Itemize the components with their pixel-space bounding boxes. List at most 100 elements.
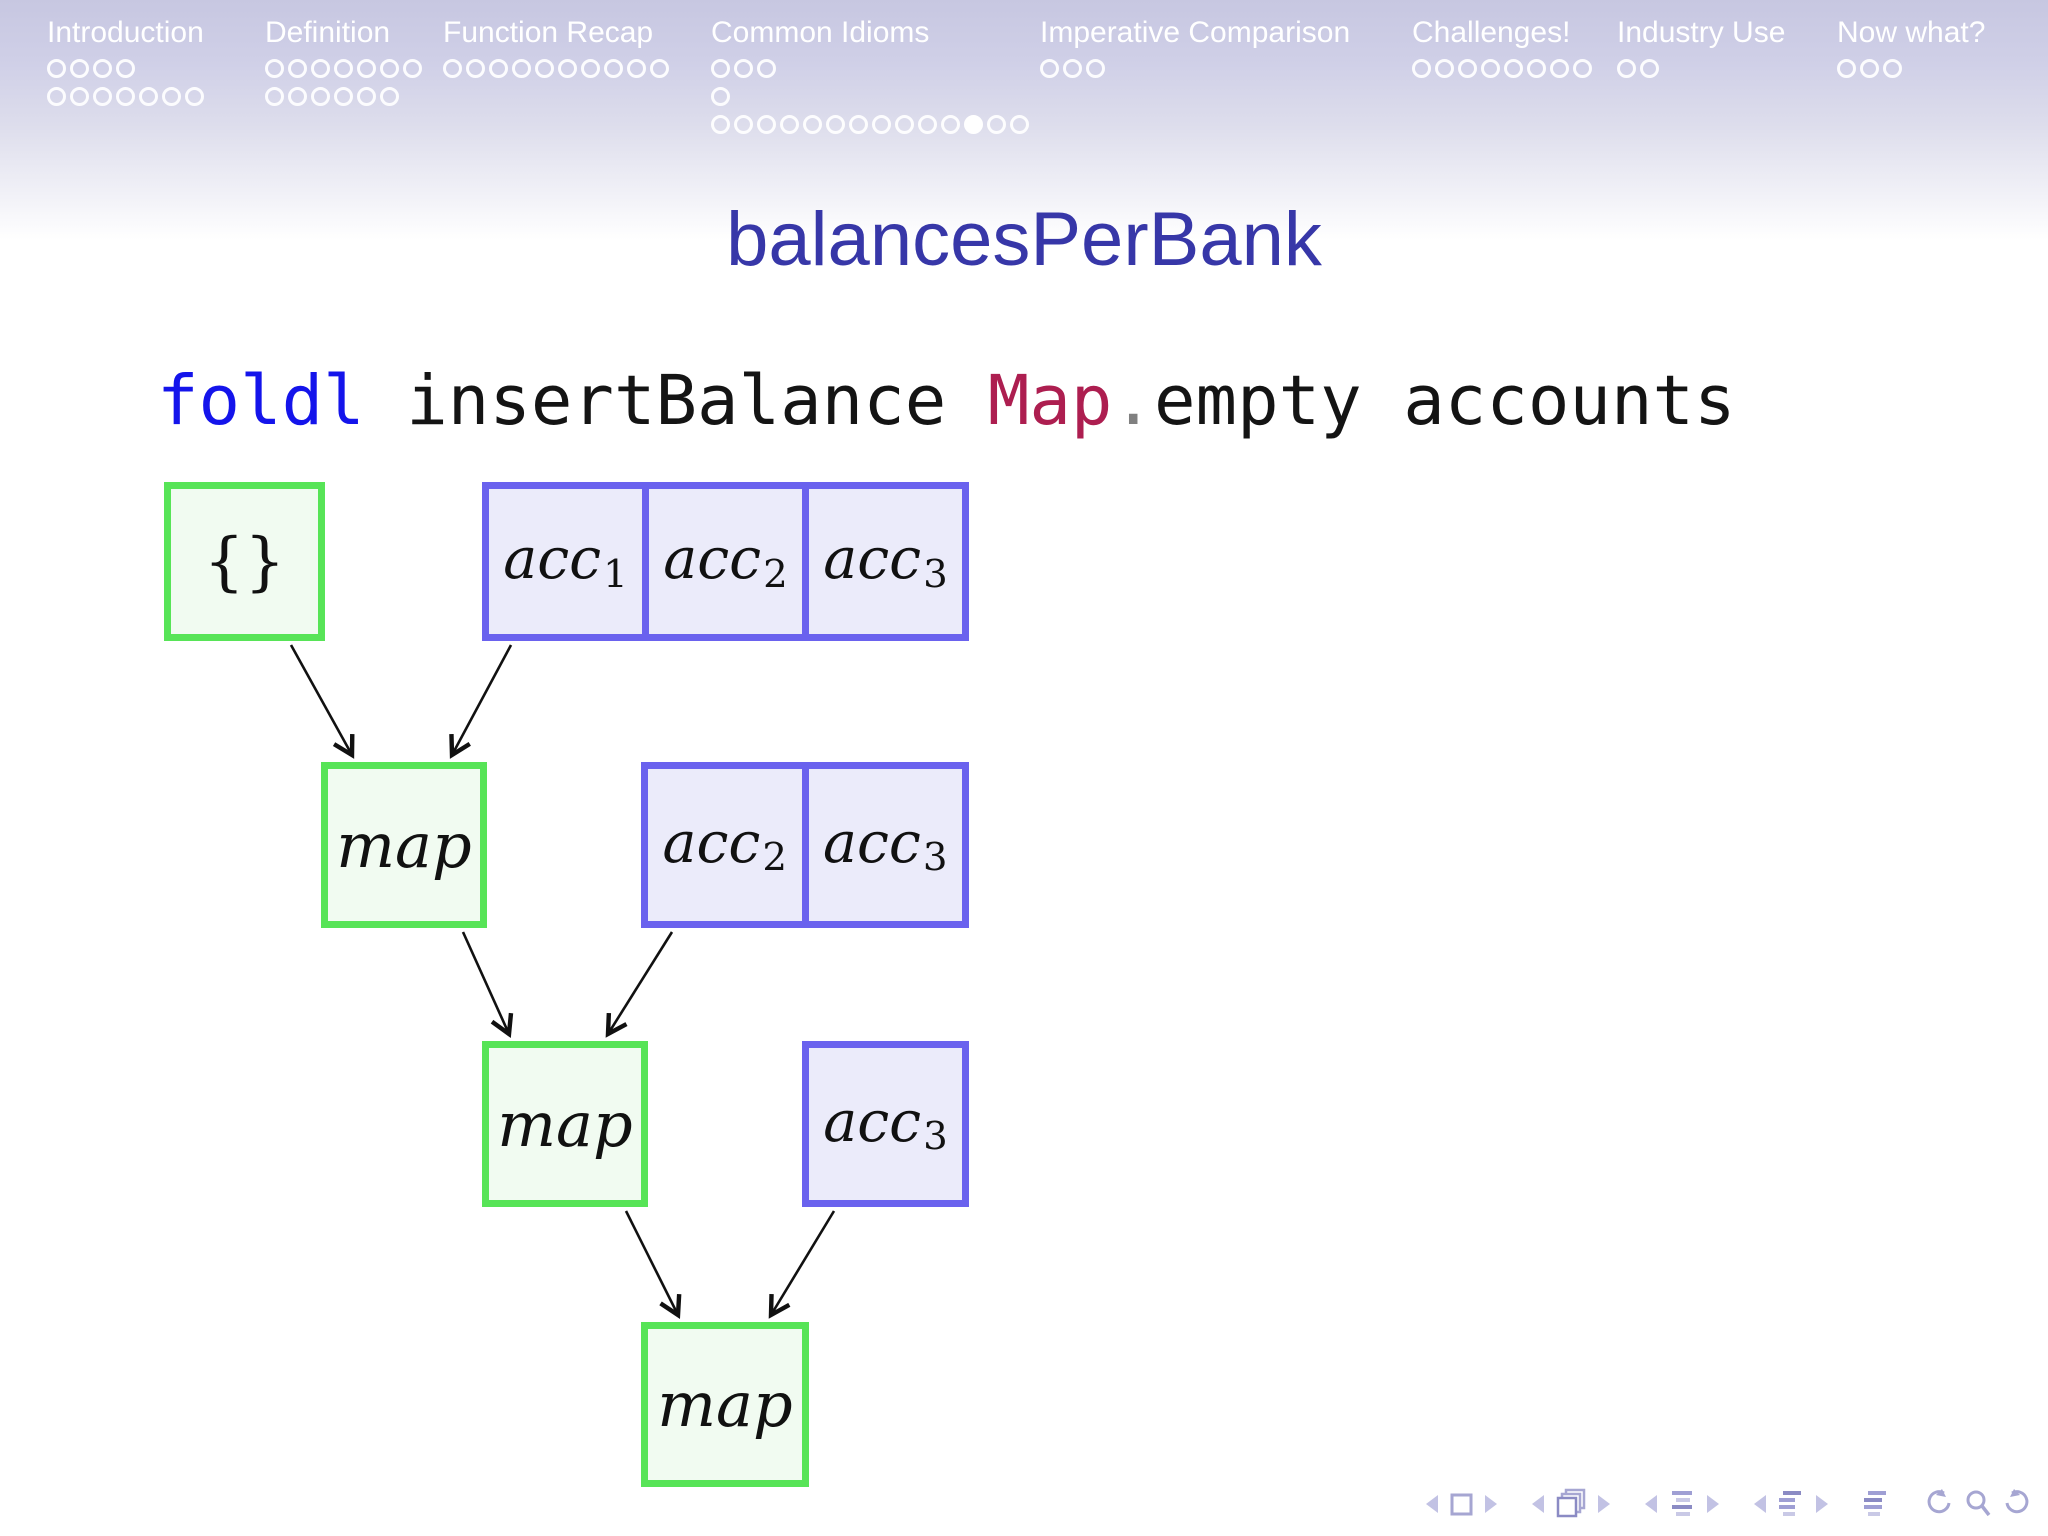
slide-dot[interactable]	[1860, 59, 1879, 78]
nav-section-label[interactable]: Challenges!	[1412, 16, 1571, 49]
slide-dot[interactable]	[162, 87, 181, 106]
nav-section-label[interactable]: Industry Use	[1617, 16, 1786, 49]
slide-dot[interactable]	[1063, 59, 1082, 78]
slide-dot[interactable]	[311, 59, 330, 78]
nav-section-definition[interactable]: Definition	[265, 16, 422, 106]
slide-dot[interactable]	[757, 59, 776, 78]
slide-dot[interactable]	[93, 87, 112, 106]
slide-dot[interactable]	[581, 59, 600, 78]
nav-section-industry-use[interactable]: Industry Use	[1617, 16, 1785, 78]
slide-dot[interactable]	[1837, 59, 1856, 78]
nav-section-function-recap[interactable]: Function Recap	[443, 16, 669, 78]
frame-icon[interactable]	[1448, 1491, 1475, 1518]
slide-dot[interactable]	[1573, 59, 1592, 78]
slide-dot[interactable]	[1504, 59, 1523, 78]
current-slide-dot[interactable]	[964, 115, 983, 134]
slide-dot[interactable]	[849, 115, 868, 134]
slide-dot[interactable]	[380, 87, 399, 106]
slide-dot[interactable]	[711, 115, 730, 134]
slide-dot[interactable]	[489, 59, 508, 78]
next-frame-icon[interactable]	[1597, 1494, 1612, 1514]
section-overview-icon[interactable]	[1776, 1489, 1806, 1519]
slide-dot[interactable]	[403, 59, 422, 78]
slide-dot[interactable]	[70, 87, 89, 106]
slide-dot[interactable]	[627, 59, 646, 78]
slide-dot[interactable]	[734, 115, 753, 134]
slide-dot[interactable]	[1550, 59, 1569, 78]
slide-dot[interactable]	[918, 115, 937, 134]
slide-dot[interactable]	[1458, 59, 1477, 78]
nav-section-label[interactable]: Introduction	[47, 16, 204, 49]
nav-section-label[interactable]: Function Recap	[443, 16, 654, 49]
slide-dot[interactable]	[380, 59, 399, 78]
slide-dot[interactable]	[265, 59, 284, 78]
next-subsection-icon[interactable]	[1706, 1494, 1721, 1514]
slide-dot[interactable]	[1040, 59, 1059, 78]
slide-dot[interactable]	[826, 115, 845, 134]
slide-dot[interactable]	[711, 87, 730, 106]
slide-dot[interactable]	[93, 59, 112, 78]
nav-section-challenges[interactable]: Challenges!	[1412, 16, 1592, 78]
next-section-icon[interactable]	[1815, 1494, 1830, 1514]
nav-section-label[interactable]: Common Idioms	[711, 16, 930, 49]
slide-dot[interactable]	[334, 87, 353, 106]
prev-slide-icon[interactable]	[1424, 1494, 1439, 1514]
slide-dot[interactable]	[872, 115, 891, 134]
slide-dot[interactable]	[1010, 115, 1029, 134]
slide-dot[interactable]	[987, 115, 1006, 134]
slide-dot[interactable]	[650, 59, 669, 78]
slide-dot[interactable]	[1086, 59, 1105, 78]
slide-dot[interactable]	[70, 59, 89, 78]
slide-dot[interactable]	[265, 87, 284, 106]
undo-navigation-icon[interactable]	[1922, 1488, 1954, 1520]
slide-dot[interactable]	[803, 115, 822, 134]
slide-dot[interactable]	[357, 87, 376, 106]
slide-dot[interactable]	[558, 59, 577, 78]
nav-section-now-what[interactable]: Now what?	[1837, 16, 1985, 78]
slide-dot[interactable]	[1481, 59, 1500, 78]
nav-section-imperative-comparison[interactable]: Imperative Comparison	[1040, 16, 1350, 78]
nav-section-common-idioms[interactable]: Common Idioms	[711, 16, 1029, 134]
slide-dot[interactable]	[185, 87, 204, 106]
prev-section-icon[interactable]	[1752, 1494, 1767, 1514]
nav-section-introduction[interactable]: Introduction	[47, 16, 204, 106]
frames-overlay-icon[interactable]	[1554, 1488, 1588, 1520]
slide-dot[interactable]	[941, 115, 960, 134]
slide-dot[interactable]	[357, 59, 376, 78]
prev-frame-icon[interactable]	[1530, 1494, 1545, 1514]
slide-dot[interactable]	[1527, 59, 1546, 78]
next-slide-icon[interactable]	[1484, 1494, 1499, 1514]
slide-dot[interactable]	[535, 59, 554, 78]
slide-dot[interactable]	[311, 87, 330, 106]
slide-dot[interactable]	[780, 115, 799, 134]
slide-dot[interactable]	[116, 59, 135, 78]
slide-dot[interactable]	[1883, 59, 1902, 78]
subsection-overview-icon[interactable]	[1667, 1489, 1697, 1519]
slide-dot[interactable]	[512, 59, 531, 78]
redo-navigation-icon[interactable]	[2002, 1488, 2034, 1520]
slide-dot[interactable]	[757, 115, 776, 134]
slide-dot[interactable]	[116, 87, 135, 106]
slide-dot[interactable]	[1617, 59, 1636, 78]
slide-dot[interactable]	[443, 59, 462, 78]
slide-dot[interactable]	[604, 59, 623, 78]
slide-dot[interactable]	[1435, 59, 1454, 78]
slide-dot[interactable]	[47, 87, 66, 106]
search-icon[interactable]	[1963, 1488, 1993, 1520]
slide-dot[interactable]	[47, 59, 66, 78]
slide-dot[interactable]	[734, 59, 753, 78]
slide-dot[interactable]	[711, 59, 730, 78]
slide-dot[interactable]	[466, 59, 485, 78]
slide-dot[interactable]	[1412, 59, 1431, 78]
nav-section-label[interactable]: Now what?	[1837, 16, 1986, 49]
slide-dot[interactable]	[288, 59, 307, 78]
slide-dot[interactable]	[334, 59, 353, 78]
document-overview-icon[interactable]	[1861, 1489, 1891, 1519]
prev-subsection-icon[interactable]	[1643, 1494, 1658, 1514]
slide-dot[interactable]	[288, 87, 307, 106]
nav-section-label[interactable]: Imperative Comparison	[1040, 16, 1351, 49]
slide-dot[interactable]	[895, 115, 914, 134]
slide-dot[interactable]	[139, 87, 158, 106]
slide-dot[interactable]	[1640, 59, 1659, 78]
nav-section-label[interactable]: Definition	[265, 16, 391, 49]
